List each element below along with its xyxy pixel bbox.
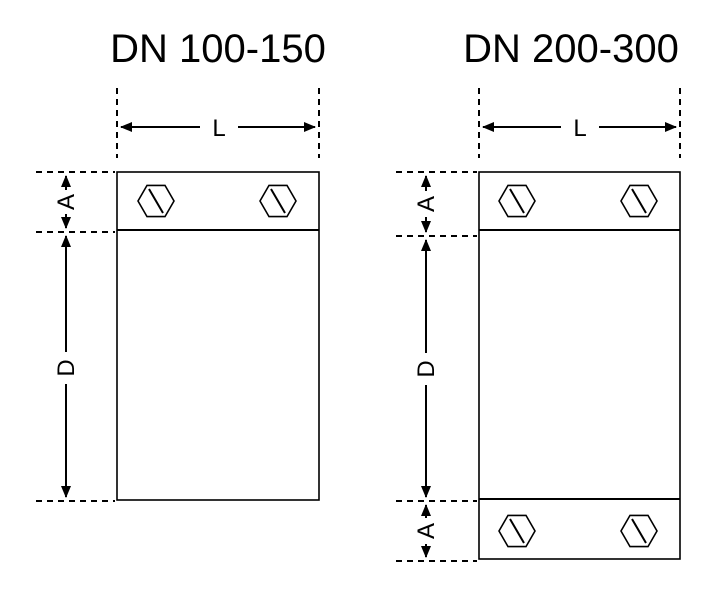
dimension-label-length: L [212,115,225,142]
hexagon-bolt-icon [498,514,536,548]
diagram-title-left: DN 100-150 [110,27,326,71]
dimension-a-right-top: A [413,175,440,233]
dimension-label-depth: D [413,360,440,377]
hexagon-bolt-icon [620,184,658,218]
hexagon-bolt-icon [259,184,297,218]
diagram-title-right: DN 200-300 [463,27,679,71]
dimension-a-left: A [53,175,80,229]
dimension-depth-left: D [53,235,80,498]
dimension-label-a: A [413,196,440,212]
dimension-label-a: A [53,194,80,210]
flange-body [478,171,681,560]
dimension-label-length: L [573,115,586,142]
diagram-dn-200-300: DN 200-300 L [396,27,681,562]
hexagon-bolt-icon [620,514,658,548]
dimension-length-right: L [478,88,681,158]
hexagon-bolt-icon [137,184,175,218]
dimension-label-a: A [413,523,440,539]
flange-body [116,171,320,501]
dimension-length-left: L [116,88,320,158]
dimension-label-depth: D [53,359,80,376]
dimension-a-right-bottom: A [413,504,440,558]
hexagon-bolt-icon [498,184,536,218]
diagram-dn-100-150: DN 100-150 L A [36,27,326,502]
dimension-depth-right: D [413,239,440,498]
